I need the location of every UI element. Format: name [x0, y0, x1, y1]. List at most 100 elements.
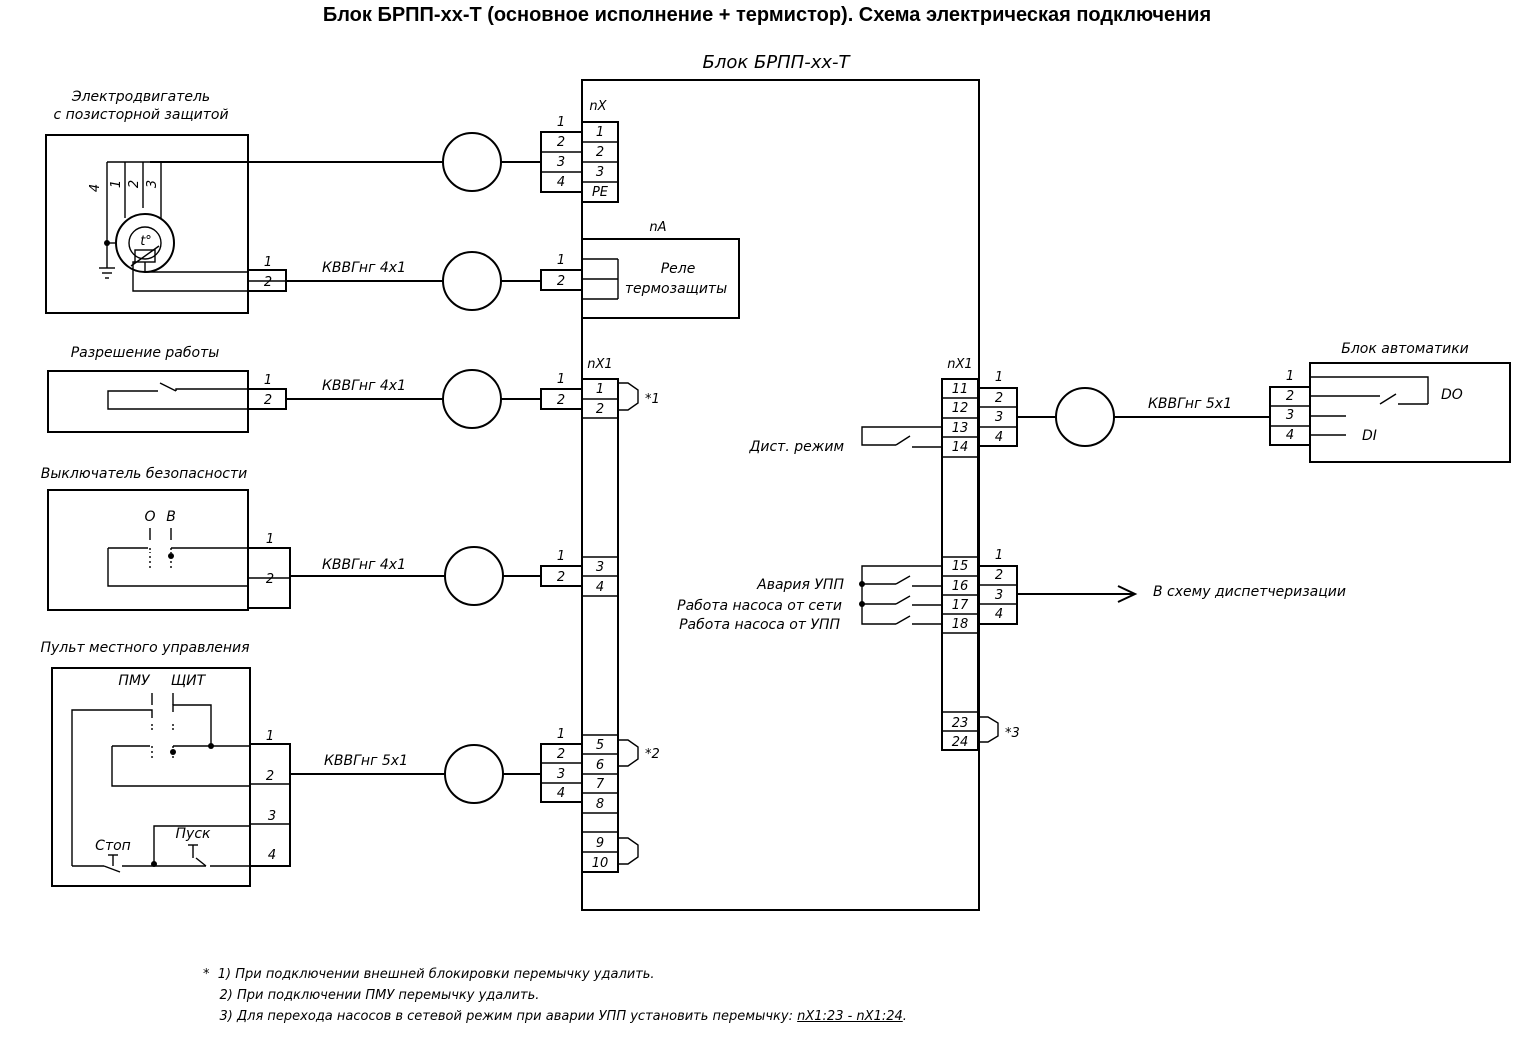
footnote-3-end: .	[902, 1009, 907, 1024]
motor-title-2: с позисторной защитой	[53, 107, 228, 123]
terminal-nx1-right: nX1 11 12 13 14 15 16 17 18 23 24 *3	[941, 357, 1020, 751]
dispatch-label: В схему диспетчеризации	[1153, 584, 1346, 600]
device-automation: Блок автоматики 1 2 3 4 DO DI	[1269, 341, 1511, 463]
terminal-label: 17	[952, 598, 969, 613]
connector-r1: 1 2 3 4	[978, 370, 1018, 447]
terminal-label: 8	[596, 797, 604, 812]
connector-label: 2	[557, 393, 565, 408]
motor-title-1: Электродвигатель	[71, 89, 210, 105]
enable-title: Разрешение работы	[71, 345, 220, 361]
terminal-label: 1	[596, 125, 604, 140]
cable-circle	[442, 251, 502, 311]
device-enable: Разрешение работы 1 2	[47, 345, 287, 433]
terminal-label: PE	[592, 185, 609, 200]
terminal-label: 3	[596, 165, 604, 180]
safety-pos-v: B	[166, 509, 176, 525]
panel-pmu: ПМУ	[118, 673, 151, 689]
footnote-1: * 1) При подключении внешней блокировки …	[203, 964, 907, 985]
connector-label: 4	[557, 786, 565, 801]
device-pin: 2	[266, 572, 274, 587]
thermistor-label: t°	[140, 234, 152, 249]
connector-label: 1	[557, 549, 565, 564]
device-pin: 1	[1286, 369, 1294, 384]
main-block-title: Блок БРПП-хх-Т	[702, 52, 851, 73]
connector-c4: 1 2	[540, 549, 583, 587]
cable-label: КВВГнг 5х1	[1148, 396, 1232, 412]
footnotes: * 1) При подключении внешней блокировки …	[203, 964, 907, 1027]
device-pin: 2	[266, 769, 274, 784]
connector-label: 1	[995, 548, 1003, 563]
relay-title: nA	[649, 220, 666, 235]
automation-title: Блок автоматики	[1341, 341, 1469, 357]
terminal-label: 3	[596, 560, 604, 575]
terminal-nx1-left: nX1 1 2 3 4 5 6 7 8 9 10 *1 *2	[581, 357, 660, 873]
motor-wire-label: 3	[145, 180, 160, 188]
footnote-2: 2) При подключении ПМУ перемычку удалить…	[203, 985, 907, 1006]
terminal-label: 18	[952, 617, 969, 632]
device-motor: Электродвигатель с позисторной защитой 4…	[45, 89, 287, 314]
connector-label: 1	[557, 115, 565, 130]
motor-wire-label: 2	[127, 180, 142, 188]
device-pin: 1	[264, 255, 272, 270]
terminal-nx-title: nX	[589, 99, 607, 114]
footnote-3-text: 3) Для перехода насосов в сетевой режим …	[219, 1009, 793, 1024]
relay-na: nA Реле термозащиты	[581, 220, 740, 319]
terminal-label: 7	[596, 777, 605, 792]
connector-label: 2	[557, 570, 565, 585]
terminal-label: 2	[596, 402, 604, 417]
jumper-label: *1	[645, 392, 660, 407]
automation-di: DI	[1362, 428, 1377, 444]
cable-label: КВВГнг 5х1	[324, 753, 408, 769]
status-outputs: Авария УПП Работа насоса от сети Работа …	[677, 565, 1346, 633]
remote-mode-input: Дист. режим	[748, 426, 942, 455]
connector-label: 3	[557, 767, 565, 782]
cable-circle	[444, 744, 504, 804]
connector-label: 4	[995, 430, 1003, 445]
terminal-label: 14	[952, 440, 969, 455]
connector-label: 3	[995, 588, 1003, 603]
footnote-2-text: 2) При подключении ПМУ перемычку удалить…	[219, 988, 540, 1003]
relay-label-1: Реле	[661, 261, 696, 277]
device-pin: 2	[1286, 389, 1294, 404]
device-pin: 1	[266, 532, 274, 547]
terminal-nx: nX 1 2 3 PE	[581, 99, 619, 203]
motor-wire-label: 4	[88, 184, 103, 192]
cable-label: КВВГнг 4х1	[322, 378, 406, 394]
jumper-label: *3	[1005, 726, 1020, 741]
cable-label: КВВГнг 4х1	[322, 260, 406, 276]
cable-circle	[1055, 387, 1115, 447]
connector-label: 2	[995, 391, 1003, 406]
terminal-label: 15	[952, 559, 969, 574]
connector-label: 1	[995, 370, 1003, 385]
terminal-label: 11	[952, 382, 969, 397]
device-pin: 4	[268, 848, 276, 863]
connector-label: 3	[995, 410, 1003, 425]
connector-label: 2	[995, 568, 1003, 583]
automation-do: DO	[1441, 387, 1463, 403]
device-pin: 3	[268, 809, 276, 824]
terminal-label: 13	[952, 421, 969, 436]
terminal-label: 10	[592, 856, 609, 871]
cable-circle	[444, 546, 504, 606]
footnote-3-jumper: nX1:23 - nX1:24	[797, 1009, 903, 1024]
device-pin: 3	[1286, 408, 1294, 423]
connector-label: 2	[557, 747, 565, 762]
connector-r2: 1 2 3 4	[978, 548, 1018, 625]
cables: КВВГнг 4х1 КВВГнг 4х1 КВВГнг 4х1 КВВГнг …	[150, 132, 1270, 804]
terminal-nx1-right-title: nX1	[947, 357, 972, 372]
connector-c1: 1 2 3 4	[540, 115, 583, 193]
cable-circle	[442, 132, 502, 192]
terminal-label: 24	[952, 735, 969, 750]
remote-mode-label: Дист. режим	[748, 439, 844, 455]
terminal-label: 2	[596, 145, 604, 160]
device-pin: 1	[266, 729, 274, 744]
panel-shield: ЩИТ	[171, 673, 207, 689]
terminal-label: 6	[596, 758, 604, 773]
terminal-label: 23	[952, 716, 969, 731]
terminal-label: 1	[596, 382, 604, 397]
pump-soft-label: Работа насоса от УПП	[679, 617, 840, 633]
panel-stop: Стоп	[95, 838, 131, 854]
connector-c5: 1 2 3 4	[540, 727, 583, 803]
pump-grid-label: Работа насоса от сети	[677, 598, 842, 614]
